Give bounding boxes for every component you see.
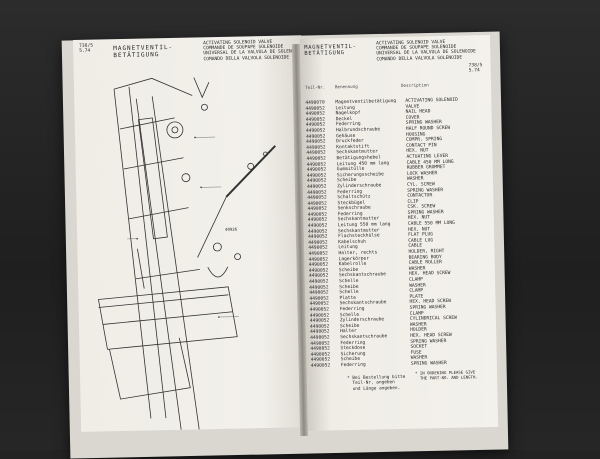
description-en-cell: SPRING WASHER: [410, 360, 447, 367]
column-header: Teil-Nr.: [304, 84, 326, 90]
column-header: Benennung: [334, 83, 358, 90]
column-header-row: Teil-Nr. Benennung Description: [305, 82, 429, 90]
column-header: Description: [400, 82, 429, 88]
right-page-code: 738/5 5.74: [468, 63, 483, 74]
left-page: 738/5 5.74 MAGNETVENTIL- BETÄTIGUNG ACTI…: [73, 35, 310, 432]
right-page: MAGNETVENTIL- BETÄTIGUNG ACTIVATING SOLE…: [300, 35, 499, 431]
right-header-block: ACTIVATING SOLENOID VALVE COMMANDE DE SO…: [376, 39, 476, 62]
footnote-german: * Bei Bestellung bitte Teil-Nr. angeben …: [347, 374, 406, 392]
exploded-parts-diagram: [97, 77, 276, 430]
footnote-english: * IN ORDERING PLEASE GIVE THE PART-NO. A…: [414, 369, 478, 381]
part-number-cell: 4490052: [310, 363, 331, 369]
description-de-cell: Federring: [340, 362, 366, 369]
right-page-title: MAGNETVENTIL- BETÄTIGUNG: [304, 43, 357, 58]
